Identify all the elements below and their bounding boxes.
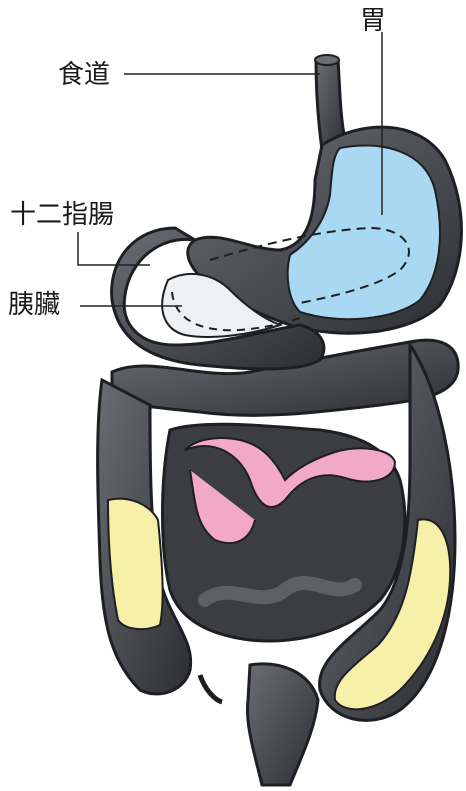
rectum [247, 664, 318, 785]
esophagus-label: 食道 [58, 62, 110, 88]
pancreas-label: 胰臟 [8, 292, 60, 318]
colon-contents-left [108, 499, 163, 629]
esophagus-opening [315, 55, 339, 65]
small-intestine [163, 424, 405, 641]
duodenum-label: 十二指腸 [10, 202, 114, 228]
appendix [200, 675, 222, 702]
stomach-label: 胃 [360, 8, 386, 34]
